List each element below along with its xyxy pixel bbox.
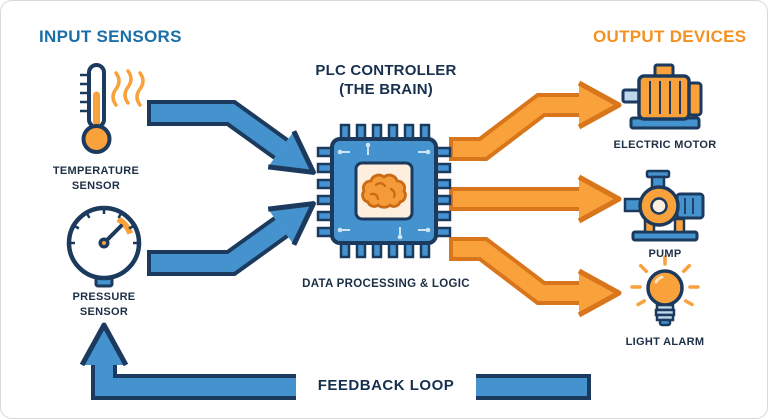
plc-chip-icon xyxy=(316,123,452,259)
light-rays xyxy=(630,255,700,307)
thermometer-icon xyxy=(80,63,145,154)
plc-controller-heading: PLC CONTROLLER (THE BRAIN) xyxy=(315,62,457,98)
pressure-gauge-icon xyxy=(66,205,142,288)
input-sensors-heading: INPUT SENSORS xyxy=(39,27,182,46)
pump-icon xyxy=(623,169,705,242)
heat-wave-icon xyxy=(111,71,121,107)
temperature-to-plc-arrow xyxy=(147,100,316,175)
plc-to-light-arrow xyxy=(449,237,622,318)
electric-motor-icon xyxy=(621,63,703,130)
light-alarm-label: LIGHT ALARM xyxy=(625,336,705,348)
pump-label: PUMP xyxy=(648,248,682,260)
electric-motor-label: ELECTRIC MOTOR xyxy=(613,139,717,151)
pressure-sensor-label: PRESSURE SENSOR xyxy=(72,291,136,318)
feedback-loop-label: FEEDBACK LOOP xyxy=(296,372,476,400)
temperature-sensor-label: TEMPERATURE SENSOR xyxy=(52,165,140,192)
plc-to-motor-arrow xyxy=(449,80,622,161)
brain-icon xyxy=(361,173,407,209)
output-devices-heading: OUTPUT DEVICES xyxy=(593,27,747,46)
circuit-traces xyxy=(340,145,428,237)
pressure-to-plc-arrow xyxy=(147,201,316,276)
light-bulb-icon xyxy=(630,255,700,327)
plc-caption: DATA PROCESSING & LOGIC xyxy=(302,278,470,290)
